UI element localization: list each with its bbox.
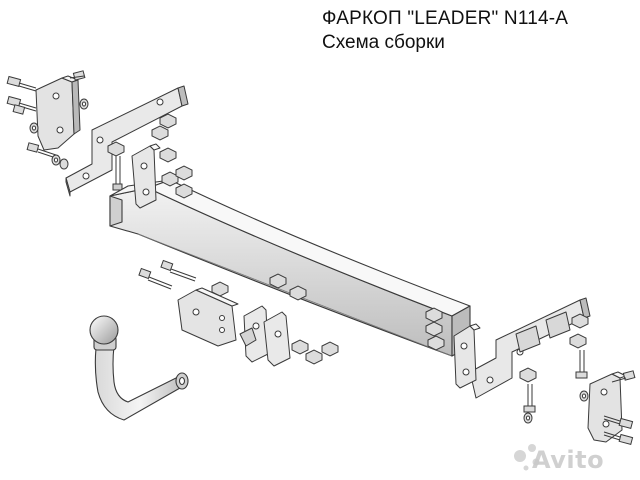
tow-ball	[89, 315, 119, 351]
right-bolts	[425, 307, 636, 446]
left-bolts	[6, 70, 89, 170]
diagram-title: ФАРКОП "LEADER" N114-A	[322, 8, 569, 29]
left-mounting-plate	[35, 75, 81, 151]
right-beam-bracket	[453, 323, 481, 389]
center-bracket	[177, 287, 239, 347]
right-mounting-plate	[587, 371, 627, 443]
middle-bolts	[138, 259, 307, 301]
right-side-bracket	[469, 297, 591, 399]
watermark-dots-icon	[514, 444, 540, 471]
left-beam-bracket	[131, 143, 161, 209]
ball-mount-nuts	[291, 339, 339, 365]
top-bracket-bolts	[107, 113, 177, 191]
watermark: Avito	[532, 446, 605, 474]
ball-mount-brackets	[239, 305, 291, 367]
left-side-bracket	[65, 85, 189, 197]
tow-ball-arm	[94, 345, 189, 421]
diagram-subtitle: Схема сборки	[322, 32, 445, 53]
left-nuts	[159, 147, 193, 199]
